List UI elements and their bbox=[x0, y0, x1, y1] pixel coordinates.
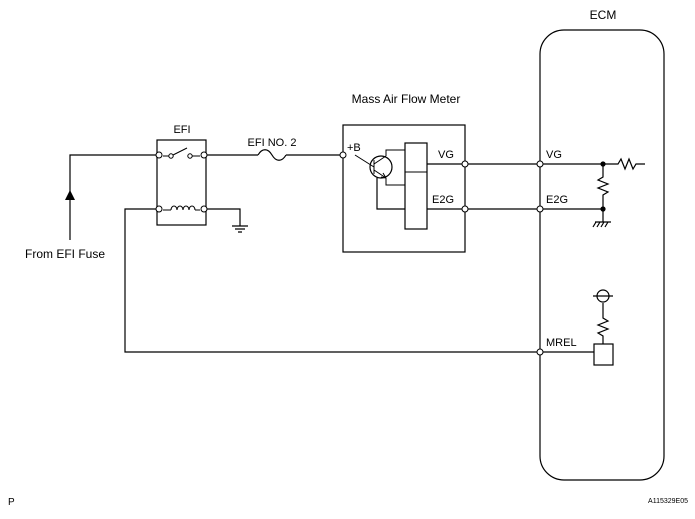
relay-switch-contact-left bbox=[168, 153, 174, 159]
maf-e2g-label: E2G bbox=[432, 194, 454, 206]
ecm-label: ECM bbox=[590, 8, 617, 22]
figure-code: A115329E05 bbox=[648, 498, 688, 505]
efi-relay-label: EFI bbox=[173, 124, 190, 136]
maf-box bbox=[342, 124, 466, 253]
ecm-terminal-mrel bbox=[536, 348, 544, 356]
efi-relay-terminal-bottom-left bbox=[155, 205, 163, 213]
wire-relay-ground bbox=[206, 208, 241, 226]
ecm-terminal-vg bbox=[536, 160, 544, 168]
wire-from-efi-fuse bbox=[69, 154, 157, 240]
efi-relay-coil bbox=[163, 205, 200, 211]
from-efi-fuse-label: From EFI Fuse bbox=[25, 247, 105, 261]
transistor-leads bbox=[354, 149, 427, 186]
maf-terminal-vg bbox=[461, 160, 469, 168]
junction-vg bbox=[600, 161, 606, 167]
efi-relay-switch bbox=[163, 147, 200, 157]
ecm-box bbox=[539, 29, 665, 481]
maf-plus-b-label: +B bbox=[347, 142, 361, 154]
ecm-mrel-driver-box bbox=[593, 343, 614, 366]
relay-switch-contact-right bbox=[187, 153, 193, 159]
ecm-vg-e2g-resistor bbox=[596, 164, 610, 209]
ecm-mrel-pullup-resistor bbox=[596, 303, 610, 344]
maf-title: Mass Air Flow Meter bbox=[352, 92, 461, 106]
ecm-terminal-e2g bbox=[536, 205, 544, 213]
wire-maf-internal-ground bbox=[376, 178, 465, 210]
ecm-e2g-label: E2G bbox=[546, 194, 568, 206]
efi-relay-terminal-bottom-right bbox=[200, 205, 208, 213]
maf-vg-label: VG bbox=[438, 149, 454, 161]
transistor-symbol bbox=[369, 155, 393, 179]
maf-terminal-e2g bbox=[461, 205, 469, 213]
efi-relay-box bbox=[156, 139, 207, 226]
efi-relay-terminal-top-right bbox=[200, 151, 208, 159]
maf-terminal-plus-b bbox=[339, 151, 347, 159]
ecm-vg-pullup-resistor bbox=[603, 157, 645, 171]
maf-sensor-element bbox=[404, 142, 428, 230]
ecm-mrel-label: MREL bbox=[546, 337, 577, 349]
ecm-e2g-ground bbox=[592, 209, 611, 228]
wire-mrel-to-relay bbox=[124, 208, 540, 353]
efi-no2-fuse-label: EFI NO. 2 bbox=[248, 137, 297, 149]
efi-relay-terminal-top-left bbox=[155, 151, 163, 159]
corner-letter: P bbox=[8, 497, 15, 508]
ground-symbol-relay bbox=[232, 225, 248, 233]
efi-no2-fuse-symbol bbox=[257, 149, 287, 161]
from-efi-fuse-arrow bbox=[65, 190, 75, 200]
ecm-vg-label: VG bbox=[546, 149, 562, 161]
junction-e2g bbox=[600, 206, 606, 212]
